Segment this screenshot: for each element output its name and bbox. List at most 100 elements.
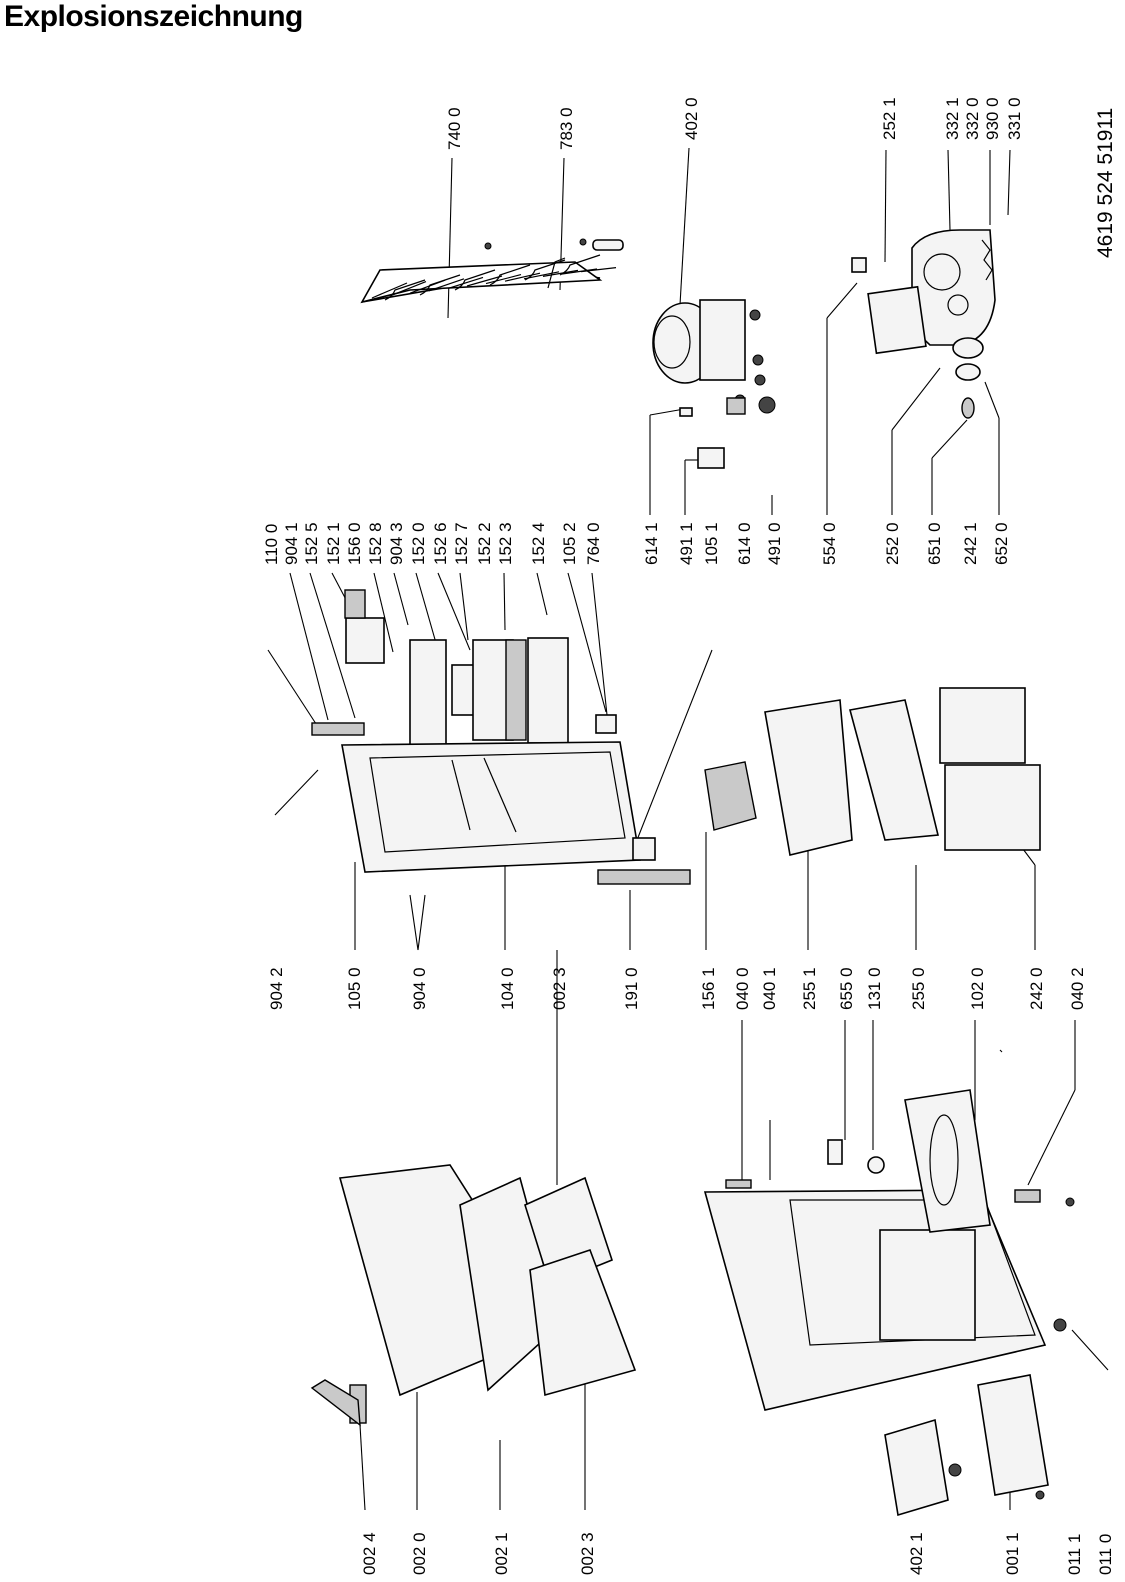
part-label: 554 0 bbox=[820, 522, 839, 565]
condenser-wire bbox=[409, 279, 446, 294]
condenser-wire bbox=[580, 267, 617, 273]
egg-holder-1561 bbox=[704, 761, 757, 831]
page-title: Explosionszeichnung bbox=[4, 0, 303, 33]
condenser-tube bbox=[419, 274, 461, 296]
cabinet-compartment bbox=[879, 1229, 976, 1341]
condenser-wire bbox=[504, 272, 541, 282]
part-label: 655 0 bbox=[837, 967, 856, 1010]
screw bbox=[1035, 1490, 1045, 1500]
lamp bbox=[961, 397, 975, 419]
part-label: 002 1 bbox=[492, 1532, 511, 1575]
thermostat-hole bbox=[947, 294, 969, 316]
part-0402 bbox=[1014, 1189, 1041, 1203]
part-label: 001 1 bbox=[1003, 1532, 1022, 1575]
glass-shelf-2551 bbox=[764, 699, 853, 856]
part-label: 191 0 bbox=[622, 967, 641, 1010]
part-label: 904 2 bbox=[267, 967, 286, 1010]
part-label: 040 0 bbox=[733, 967, 752, 1010]
relay-box bbox=[726, 397, 746, 415]
part-label: 156 0 bbox=[345, 522, 364, 565]
thermostat-knob bbox=[923, 253, 961, 291]
part-label: 105 2 bbox=[560, 522, 579, 565]
screw bbox=[484, 242, 492, 250]
hinge-1052 bbox=[595, 714, 617, 734]
hinge-7640 bbox=[632, 837, 656, 861]
drier bbox=[592, 239, 624, 251]
part-label: 152 8 bbox=[366, 522, 385, 565]
part-label: 491 0 bbox=[765, 522, 784, 565]
thermostat-housing bbox=[911, 229, 996, 346]
grommet bbox=[749, 309, 761, 321]
relay-491 bbox=[697, 447, 725, 469]
condenser-tube bbox=[454, 269, 496, 291]
freezer-panel-0023b bbox=[529, 1248, 637, 1397]
door-shelf-1520 bbox=[409, 639, 447, 746]
part-label: 402 1 bbox=[907, 1532, 926, 1575]
door-shelf-strip bbox=[505, 639, 527, 741]
part-label: 002 3 bbox=[578, 1532, 597, 1575]
part-label: 102 0 bbox=[968, 967, 987, 1010]
part-label: 651 0 bbox=[925, 522, 944, 565]
door-inner bbox=[369, 751, 626, 853]
part-label: 783 0 bbox=[557, 107, 576, 150]
part-label: 040 2 bbox=[1068, 967, 1087, 1010]
part-label: 904 0 bbox=[410, 967, 429, 1010]
part-label: 011 1 bbox=[1065, 1534, 1084, 1575]
screw bbox=[1065, 1197, 1075, 1207]
part-label: 242 1 bbox=[961, 522, 980, 565]
part-label: 491 1 bbox=[677, 522, 696, 565]
condenser-wire bbox=[485, 274, 522, 285]
grommet bbox=[752, 354, 764, 366]
part-label: 614 0 bbox=[735, 522, 754, 565]
part-label: 652 0 bbox=[992, 522, 1011, 565]
relay bbox=[679, 407, 693, 417]
part-label: 104 0 bbox=[498, 967, 517, 1010]
condenser-tube bbox=[489, 264, 531, 286]
foot bbox=[1053, 1318, 1067, 1332]
compressor-base bbox=[699, 299, 746, 381]
part-label: 040 1 bbox=[760, 967, 779, 1010]
part-label: 152 7 bbox=[452, 522, 471, 565]
part-label: 904 3 bbox=[387, 522, 406, 565]
part-label: 002 4 bbox=[360, 1532, 379, 1575]
leader-lines bbox=[267, 147, 1109, 1511]
part-label: 930 0 bbox=[983, 97, 1002, 140]
condenser-wire bbox=[561, 268, 598, 275]
thermostat-cover bbox=[867, 285, 927, 355]
part-label: 332 0 bbox=[963, 97, 982, 140]
part-label: 252 1 bbox=[880, 97, 899, 140]
foot-rail-0011 bbox=[977, 1374, 1049, 1496]
part-labels: 740 0 783 0 402 0 252 1 332 1 332 0 930 … bbox=[262, 97, 1117, 1575]
screw bbox=[579, 238, 587, 246]
part-1310 bbox=[867, 1156, 885, 1174]
part-label: 105 0 bbox=[345, 967, 364, 1010]
drain-tray-4021 bbox=[884, 1418, 949, 1517]
condenser-wire bbox=[542, 269, 579, 277]
part-label: 402 0 bbox=[682, 97, 701, 140]
crisper-2420 bbox=[944, 764, 1041, 851]
part-label: 105 1 bbox=[702, 522, 721, 565]
top-cover-1020 bbox=[904, 1089, 991, 1233]
part-label: 152 1 bbox=[324, 522, 343, 565]
part-label: 740 0 bbox=[445, 107, 464, 150]
condenser-wire bbox=[523, 271, 560, 280]
part-label: 255 1 bbox=[800, 967, 819, 1010]
lamp-socket bbox=[952, 337, 984, 359]
condenser-tube bbox=[559, 254, 601, 276]
part-label: 011 0 bbox=[1096, 1534, 1115, 1575]
part-label: 331 0 bbox=[1005, 97, 1024, 140]
part-label: 152 5 bbox=[302, 522, 321, 565]
part-label: 255 0 bbox=[909, 967, 928, 1010]
glass-shelf-2550 bbox=[849, 699, 939, 841]
condenser-wire bbox=[371, 282, 408, 299]
spring bbox=[981, 239, 993, 281]
part-label: 252 0 bbox=[883, 522, 902, 565]
condenser-wire bbox=[447, 276, 484, 289]
part-0400 bbox=[725, 1179, 752, 1189]
part-label: 152 6 bbox=[431, 522, 450, 565]
part-label: 614 1 bbox=[642, 522, 661, 565]
part-label: 152 3 bbox=[496, 522, 515, 565]
part-label: 152 4 bbox=[529, 522, 548, 565]
shelf-lid bbox=[345, 617, 385, 664]
